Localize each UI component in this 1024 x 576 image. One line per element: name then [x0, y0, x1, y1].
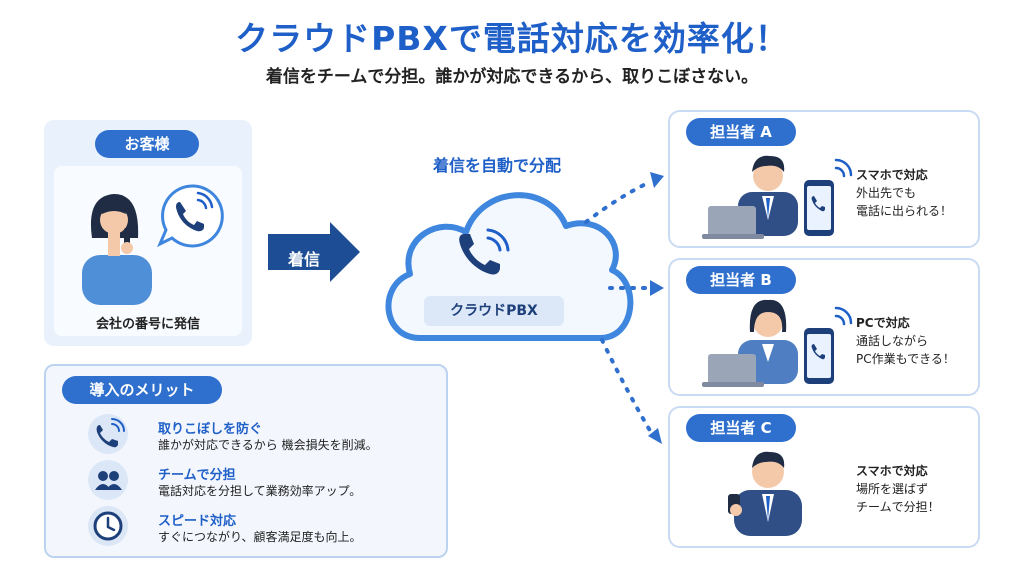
benefit-title: 取りこぼしを防ぐ — [158, 422, 263, 437]
staff-c-title: スマホで対応 — [856, 464, 928, 478]
customer-caption: 会社の番号に発信 — [95, 317, 200, 332]
customer-figure-layer — [82, 184, 224, 305]
page-subtitle: 着信をチームで分担。誰かが対応できるから、取りこぼさない。 — [265, 67, 759, 87]
customer-label: お客様 — [95, 130, 199, 158]
staff-a-illustration — [702, 155, 853, 239]
staff-c-desc-1: 場所を選ばず — [856, 482, 929, 496]
benefit-desc: 誰かが対応できるから 機会損失を削減。 — [158, 438, 378, 452]
staff-label-a: 担当者 A — [686, 118, 796, 146]
cloud-phone-icon — [459, 228, 510, 275]
distribute-label: 着信を自動で分配 — [432, 156, 561, 175]
staff-b-illustration — [702, 299, 853, 387]
staff-c-illustration — [728, 451, 802, 536]
staff-a-desc-2: 電話に出られる！ — [856, 204, 953, 218]
benefit-title: スピード対応 — [158, 514, 237, 529]
staff-b-desc-2: PC作業もできる！ — [856, 352, 955, 366]
page-title: クラウドPBXで電話対応を効率化！ — [235, 19, 789, 58]
incoming-call-arrow — [268, 222, 360, 282]
staff-b-desc-1: 通話しながら — [856, 334, 929, 348]
staff-illustrations — [702, 155, 853, 536]
staff-label-b: 担当者 B — [686, 266, 796, 294]
clock-icon — [88, 506, 128, 546]
benefit-desc: すぐにつながり、顧客満足度も向上。 — [158, 530, 362, 544]
connector-arrowheads — [648, 172, 664, 444]
staff-a-title: スマホで対応 — [856, 168, 928, 182]
phone-icon — [88, 414, 128, 454]
distribution-connectors — [584, 180, 654, 436]
staff-a-desc-1: 外出先でも — [856, 186, 917, 200]
staff-c-desc-2: チームで分担！ — [856, 500, 940, 514]
benefit-title: チームで分担 — [158, 468, 236, 483]
benefits-label: 導入のメリット — [62, 376, 222, 404]
benefit-desc: 電話対応を分担して業務効率アップ。 — [158, 484, 362, 498]
team-icon — [88, 460, 128, 500]
staff-label-c: 担当者 C — [686, 414, 796, 442]
incoming-call-label: 着信 — [287, 250, 320, 269]
cloud-pbx-label: クラウドPBX — [424, 296, 564, 326]
staff-b-title: PCで対応 — [856, 316, 910, 330]
